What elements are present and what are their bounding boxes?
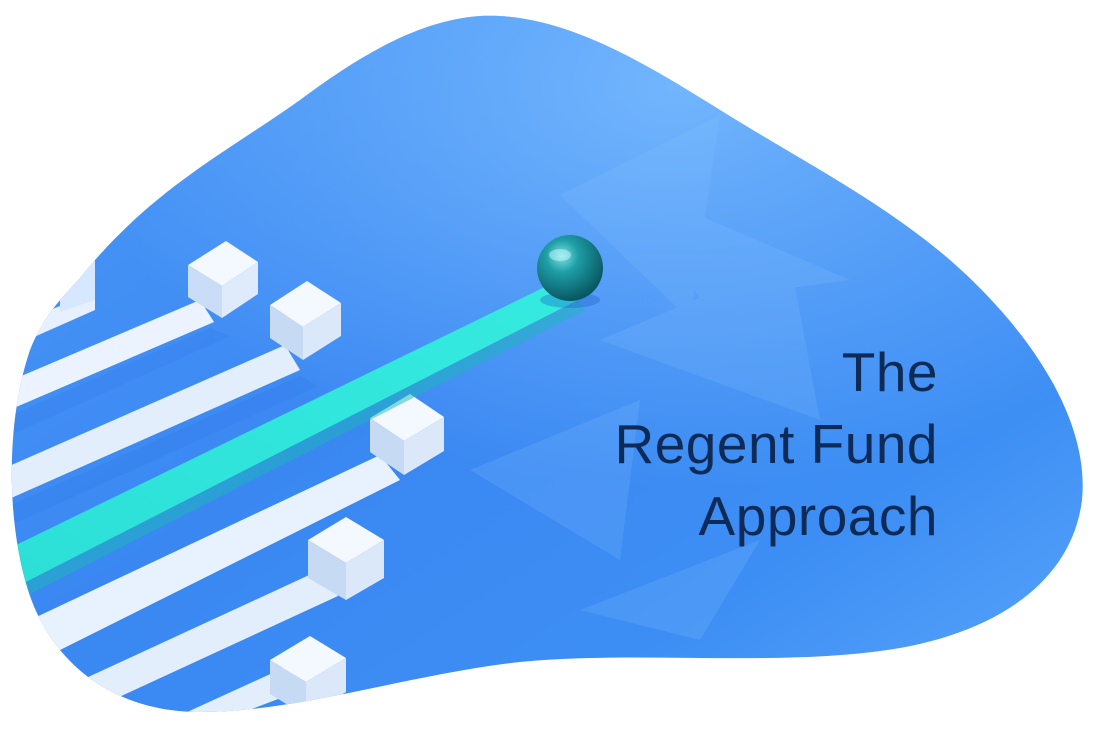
- headline: The Regent Fund Approach: [508, 336, 938, 552]
- sphere: [537, 235, 603, 308]
- headline-line-3: Approach: [698, 485, 938, 547]
- teal-highlight-bar: [11, 282, 578, 585]
- light-rays: [470, 115, 850, 640]
- headline-line-1: The: [841, 341, 938, 403]
- headline-line-2: Regent Fund: [614, 413, 938, 475]
